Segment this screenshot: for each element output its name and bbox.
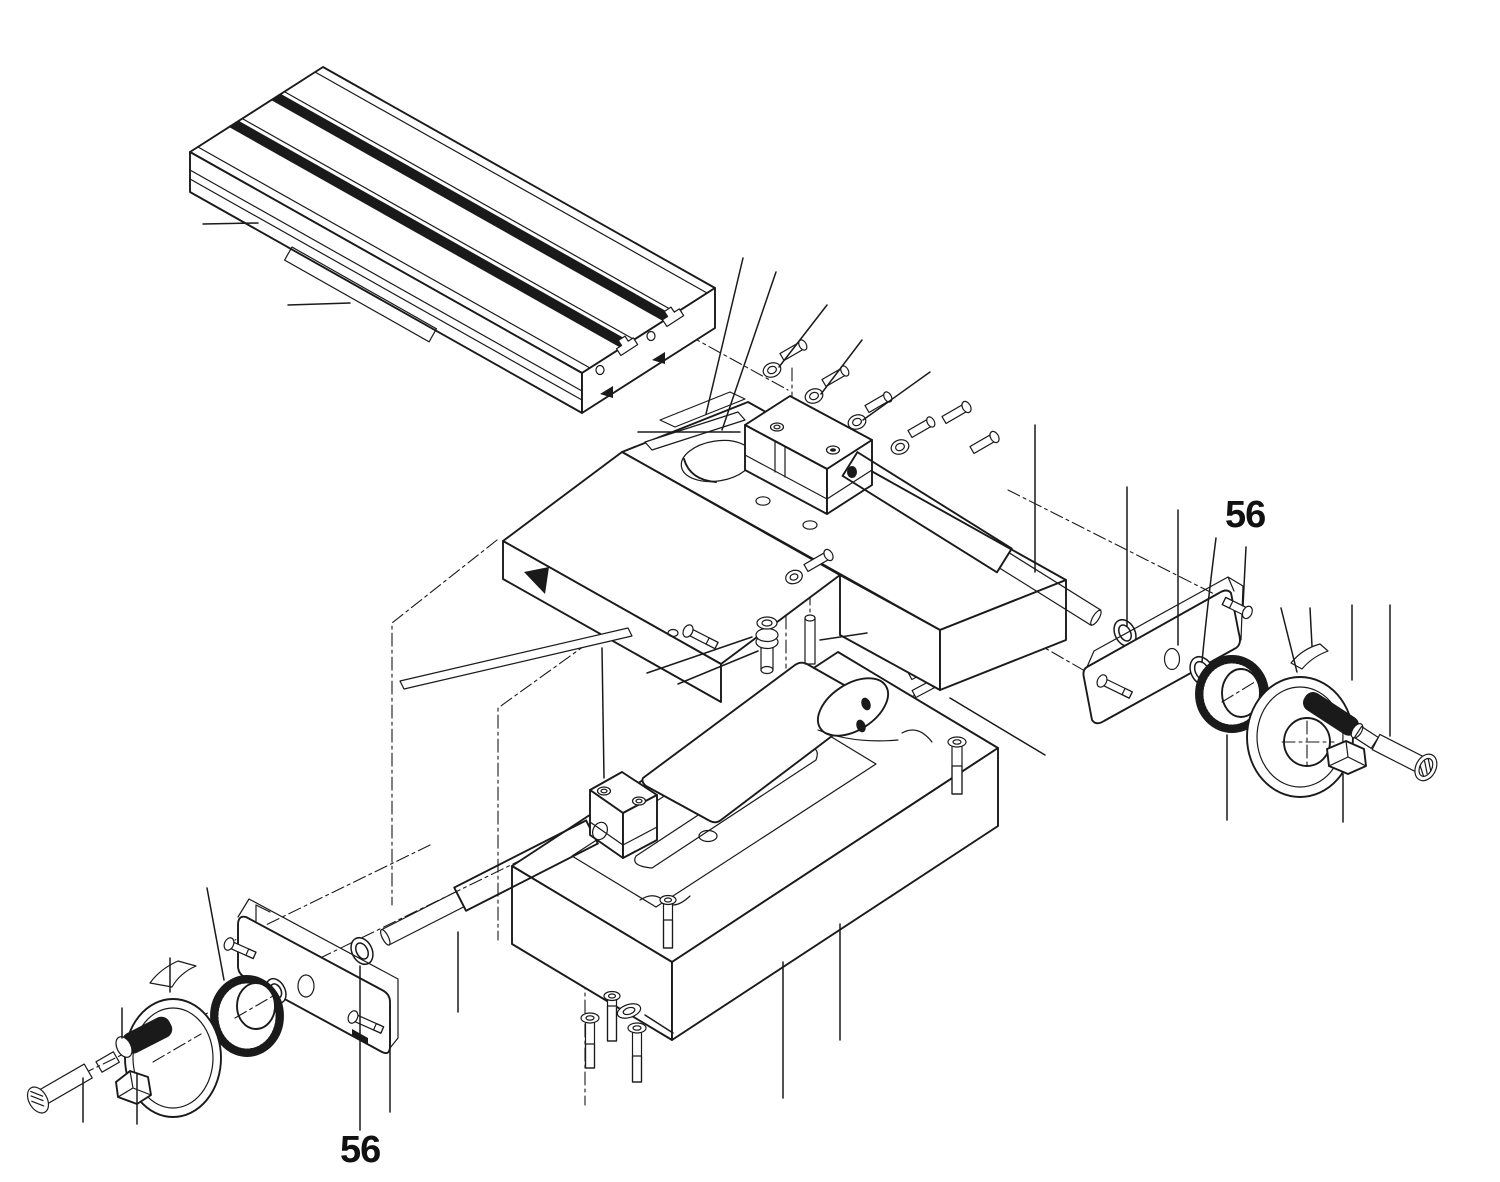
gib-screw bbox=[803, 548, 834, 573]
spring-washer-bolt bbox=[755, 616, 779, 675]
left-scale-pointer bbox=[149, 957, 197, 993]
gib-hardware bbox=[755, 400, 1000, 675]
lower-lead-screw bbox=[379, 819, 599, 946]
left-end-plate bbox=[223, 898, 399, 1055]
left-handwheel-bolt bbox=[26, 1063, 93, 1114]
right-handle-thread bbox=[1353, 725, 1379, 749]
part-label-56-left: 56 bbox=[340, 1129, 381, 1171]
right-crank-handle bbox=[1303, 692, 1364, 739]
left-hex-nut bbox=[115, 1070, 152, 1105]
saddle-gib-strip bbox=[399, 627, 633, 690]
right-scale-pointer bbox=[1290, 643, 1329, 670]
left-handle-thread bbox=[95, 1051, 120, 1073]
left-handwheel-stack bbox=[26, 957, 287, 1118]
base-corner-screw bbox=[947, 736, 967, 795]
leader-lines bbox=[82, 222, 1391, 1131]
lower-feed-nut bbox=[589, 771, 658, 859]
saddle-front-screw bbox=[682, 624, 719, 650]
gib-screw-2 bbox=[941, 400, 972, 425]
right-hex-nut bbox=[1326, 740, 1367, 775]
base-front-screw bbox=[659, 894, 677, 949]
right-handwheel-stack bbox=[1189, 643, 1438, 798]
saddle bbox=[399, 391, 1067, 703]
bottom-screws bbox=[580, 990, 647, 1083]
right-handwheel bbox=[1246, 676, 1354, 798]
chip-guard-strips bbox=[644, 391, 746, 451]
part-label-56-right: 56 bbox=[1225, 494, 1266, 536]
shaft-washer-left bbox=[350, 936, 374, 966]
base-right-boss bbox=[817, 677, 933, 743]
left-graduated-dial bbox=[210, 975, 284, 1057]
bottom-washer bbox=[616, 1003, 642, 1019]
left-crank-handle bbox=[115, 1016, 173, 1058]
table-scale-strip bbox=[284, 246, 438, 343]
right-end-plate bbox=[1082, 576, 1253, 725]
upper-feed-nut bbox=[744, 395, 873, 515]
threaded-stud bbox=[804, 614, 816, 665]
gib-screw-3 bbox=[969, 430, 1000, 455]
right-handwheel-bolt bbox=[1371, 733, 1438, 782]
gib-screw-washer bbox=[785, 569, 803, 585]
upper-lead-screw bbox=[841, 451, 1102, 626]
cross-table bbox=[189, 66, 716, 414]
